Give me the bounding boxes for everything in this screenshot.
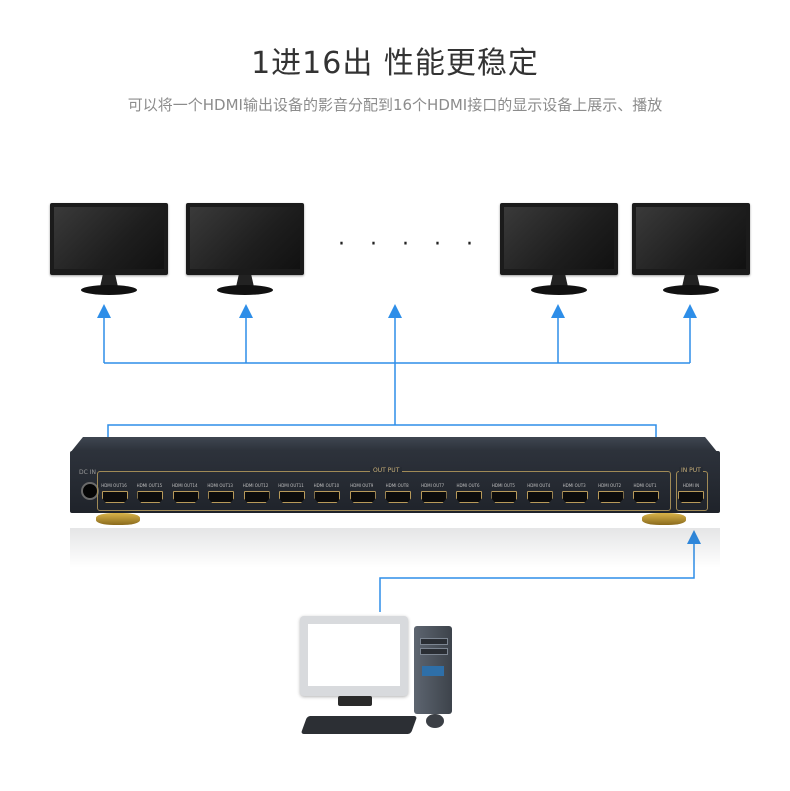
hdmi-out-label: HDMI OUT7	[421, 483, 445, 488]
hdmi-out-label: HDMI OUT10	[313, 483, 340, 488]
hdmi-in-label: HDMI IN	[682, 483, 700, 488]
hdmi-out-label: HDMI OUT14	[171, 483, 198, 488]
device-foot-left	[96, 513, 140, 525]
output-panel-label: OUT PUT	[370, 467, 403, 474]
page-title: 1进16出 性能更稳定	[251, 46, 539, 81]
display-monitor-1	[50, 203, 168, 303]
hdmi-out-port	[208, 491, 235, 503]
arrow-head-5	[683, 304, 697, 318]
hdmi-out-port	[456, 491, 482, 503]
hdmi-out-port	[597, 491, 624, 503]
hdmi-out-port	[633, 491, 659, 503]
device-foot-right	[642, 513, 686, 525]
hdmi-out-port	[562, 491, 589, 503]
hdmi-out-label: HDMI OUT4	[527, 483, 551, 488]
keyboard	[300, 716, 418, 734]
mouse	[426, 714, 444, 728]
arrow-head-1	[97, 304, 111, 318]
computer-tower	[414, 626, 452, 714]
hdmi-splitter-device: DC IN OUT PUT IN PUT HDMI OUT16 HDMI OUT1…	[70, 437, 720, 527]
display-monitor-4	[632, 203, 750, 303]
hdmi-out-label: HDMI OUT11	[278, 483, 304, 488]
hdmi-in-port	[678, 491, 704, 503]
display-monitor-3	[500, 203, 618, 303]
hdmi-out-label: HDMI OUT12	[242, 483, 269, 488]
arrow-head-input	[687, 530, 701, 544]
device-reflection	[70, 528, 720, 568]
hdmi-out-port	[491, 491, 518, 503]
hdmi-out-port	[420, 491, 447, 503]
hdmi-out-label: HDMI OUT5	[491, 483, 515, 488]
input-panel-label: IN PUT	[679, 467, 703, 474]
arrow-line-input	[379, 540, 695, 612]
dc-in-label: DC IN	[79, 469, 96, 476]
page-subtitle: 可以将一个HDMI输出设备的影音分配到16个HDMI接口的显示设备上展示、播放	[127, 96, 663, 114]
source-computer	[298, 612, 458, 742]
arrow-head-2	[239, 304, 253, 318]
hdmi-out-label: HDMI OUT6	[456, 483, 480, 488]
hdmi-out-port	[102, 491, 128, 503]
arrow-head-4	[551, 304, 565, 318]
computer-monitor	[300, 616, 408, 696]
hdmi-out-label: HDMI OUT3	[562, 483, 586, 488]
hdmi-out-port	[279, 491, 305, 503]
hdmi-out-label: HDMI OUT1	[633, 483, 657, 488]
hdmi-out-port	[243, 491, 270, 503]
hdmi-out-label: HDMI OUT13	[207, 483, 233, 488]
hdmi-out-label: HDMI OUT9	[350, 483, 374, 488]
hdmi-out-port	[385, 491, 412, 503]
hdmi-out-label: HDMI OUT15	[136, 483, 163, 488]
hdmi-out-port	[172, 491, 199, 503]
arrow-head-3	[388, 304, 402, 318]
hdmi-out-port	[314, 491, 341, 503]
hdmi-out-port	[349, 491, 376, 503]
hdmi-out-port	[137, 491, 164, 503]
ellipsis-more-displays: · · · · · ·	[338, 232, 514, 257]
hdmi-out-label: HDMI OUT2	[598, 483, 622, 488]
hdmi-out-label: HDMI OUT8	[385, 483, 409, 488]
hdmi-out-port	[526, 491, 553, 503]
hdmi-out-label: HDMI OUT16	[101, 483, 127, 488]
display-monitor-2	[186, 203, 304, 303]
dc-power-jack	[81, 482, 99, 500]
